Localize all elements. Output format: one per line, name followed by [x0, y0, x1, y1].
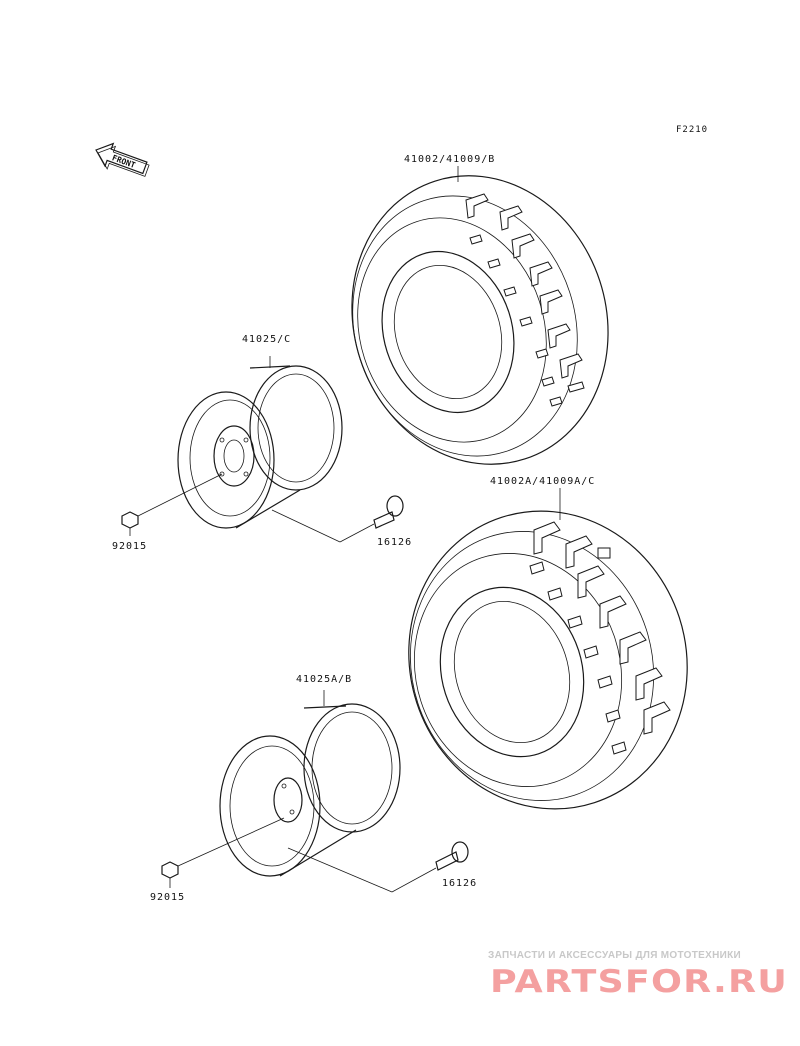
- part-label-front-tire: 41002/41009/B: [404, 154, 496, 165]
- lug-nut-lower: [161, 817, 285, 888]
- watermark-tagline: ЗАПЧАСТИ И АКСЕССУАРЫ ДЛЯ МОТОТЕХНИКИ: [488, 950, 741, 961]
- valve-stem-lower: [287, 841, 469, 893]
- valve-stem-upper: [271, 495, 404, 543]
- lug-nut-upper: [121, 473, 223, 536]
- front-arrow-icon: FRONT: [95, 142, 150, 177]
- part-label-valve-upper: 16126: [377, 537, 413, 548]
- rear-wheel: [219, 690, 401, 877]
- front-tire-tread: [465, 193, 585, 407]
- front-wheel: [177, 356, 343, 529]
- rear-tire: [408, 488, 688, 810]
- rear-tire-tread: [529, 521, 671, 755]
- front-tire: [351, 166, 609, 465]
- part-label-rear-tire: 41002A/41009A/C: [490, 476, 596, 487]
- svg-text:PARTSFOR.RU: PARTSFOR.RU: [490, 964, 788, 998]
- part-label-valve-lower: 16126: [442, 878, 478, 889]
- part-label-front-wheel: 41025/C: [242, 334, 292, 345]
- part-label-rear-wheel: 41025A/B: [296, 674, 353, 685]
- diagram-code: F2210: [676, 125, 709, 135]
- part-label-nut-upper: 92015: [112, 541, 148, 552]
- part-label-nut-lower: 92015: [150, 892, 186, 903]
- watermark-logo: PARTSFOR.RU: [490, 964, 788, 998]
